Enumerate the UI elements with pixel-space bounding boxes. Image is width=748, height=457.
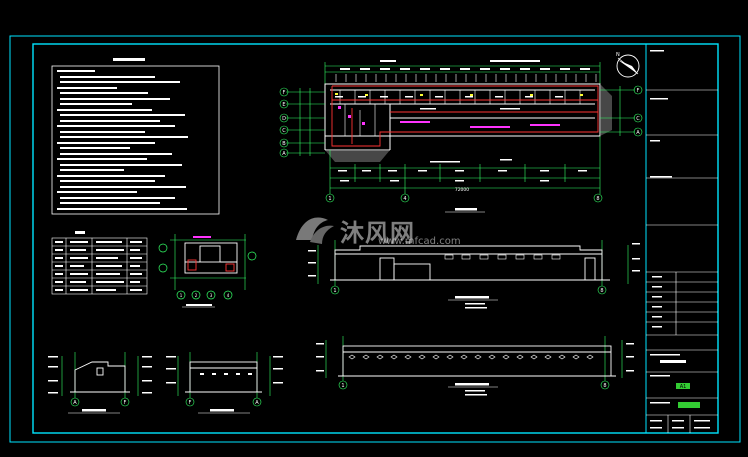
watermark-url: www.mfcad.com — [378, 236, 461, 247]
sideelev1-axis-A: A — [73, 400, 77, 406]
sheet-frame — [32, 43, 719, 434]
plan-axis-left-D: D — [282, 116, 286, 122]
title-block: A1 — [646, 50, 718, 433]
elev1-axis-1: 1 — [333, 288, 336, 294]
elev2-axis-1: 1 — [341, 383, 344, 389]
small-plan-axis-3: 3 — [210, 293, 213, 298]
plan-axis-left-E: E — [282, 102, 285, 108]
plan-axis-right-C: C — [636, 116, 640, 122]
plan-axis-bottom-1: 1 — [328, 196, 331, 202]
plan-axis-bottom-4: 4 — [403, 196, 406, 202]
small-plan-axis-1: 1 — [180, 293, 183, 298]
elev1-axis-8: 8 — [600, 288, 603, 294]
plan-axis-left-B: B — [282, 141, 286, 147]
elev2-axis-8: 8 — [603, 383, 606, 389]
plan-overall-dimension: 72000 — [455, 187, 469, 193]
sideelev2-axis-A: A — [255, 400, 259, 406]
watermark: 沐风网 — [292, 205, 462, 255]
mfcad-logo-icon — [292, 212, 336, 248]
main-floor-plan: F E D C B A F C A 72 — [279, 60, 643, 213]
outer-border — [9, 35, 741, 443]
schedule-table — [51, 231, 148, 295]
rear-elevation: 1 8 — [316, 336, 634, 396]
small-plan-axis-4: 4 — [227, 293, 230, 298]
sideelev1-axis-F: F — [124, 400, 127, 406]
sideelev2-axis-F: F — [189, 400, 192, 406]
plan-axis-left-C: C — [282, 128, 286, 134]
plan-axis-left-F: F — [283, 90, 286, 96]
small-detail-plan: 1 2 3 4 — [158, 234, 257, 308]
small-plan-axis-2: 2 — [195, 293, 198, 298]
watermark-brand: 沐风网 — [340, 218, 415, 247]
plan-axis-bottom-8: 8 — [596, 196, 599, 202]
plan-axis-right-F: F — [637, 88, 640, 94]
side-elevation-left: A F — [48, 352, 152, 414]
north-arrow: N — [616, 52, 640, 78]
title-block-sheet-size: A1 — [680, 384, 687, 390]
north-label: N — [616, 52, 620, 58]
plan-axis-right-A: A — [636, 130, 640, 136]
front-elevation: 1 8 — [308, 240, 640, 309]
plan-axis-left-A: A — [282, 151, 286, 157]
side-elevation-right: F A — [166, 352, 283, 414]
design-notes-block — [51, 58, 220, 215]
